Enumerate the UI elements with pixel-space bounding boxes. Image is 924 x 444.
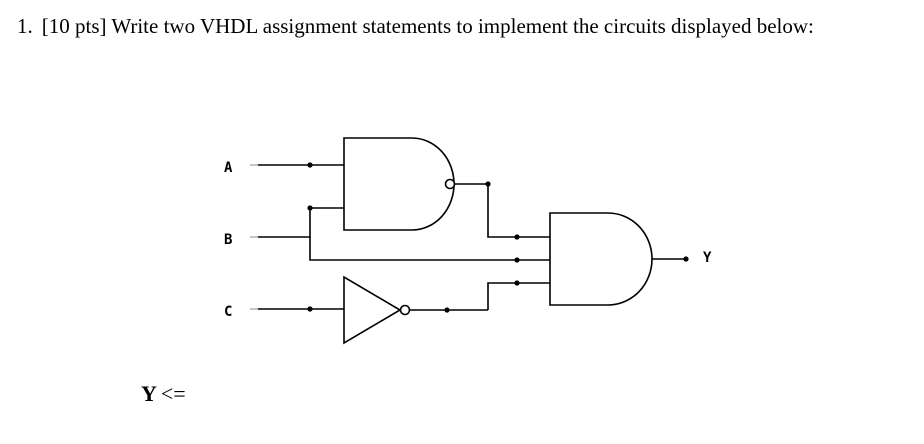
question-prompt: [10 pts] Write two VHDL assignment state… (41, 14, 814, 38)
output-label-y: Y (703, 250, 712, 266)
input-label-a: A (224, 160, 233, 176)
wire-not-to-and (487, 282, 550, 310)
junction-dot (514, 234, 520, 240)
question-number: 1. (17, 14, 33, 38)
answer-variable: Y (141, 381, 157, 406)
question-text: 1. [10 pts] Write two VHDL assignment sta… (17, 14, 814, 39)
junction-dot (307, 306, 313, 312)
not-bubble (399, 304, 411, 316)
and-gate (549, 212, 653, 306)
wire-b-nand (258, 207, 344, 238)
nand-gate (343, 137, 455, 231)
junction-dot (514, 257, 520, 263)
junction-dot (307, 205, 313, 211)
input-label-b: B (224, 232, 232, 248)
junction-dot (514, 280, 520, 286)
input-label-c: C (224, 304, 232, 320)
wire-nand-to-and (487, 184, 550, 238)
junction-dot (444, 307, 450, 313)
answer-operator: <= (160, 381, 186, 406)
nand-bubble (444, 178, 456, 190)
answer-line: Y<= (141, 381, 186, 407)
wire-b-and (309, 237, 550, 261)
output-dot (683, 256, 689, 262)
not-gate (343, 275, 402, 345)
junction-dot (307, 162, 313, 168)
